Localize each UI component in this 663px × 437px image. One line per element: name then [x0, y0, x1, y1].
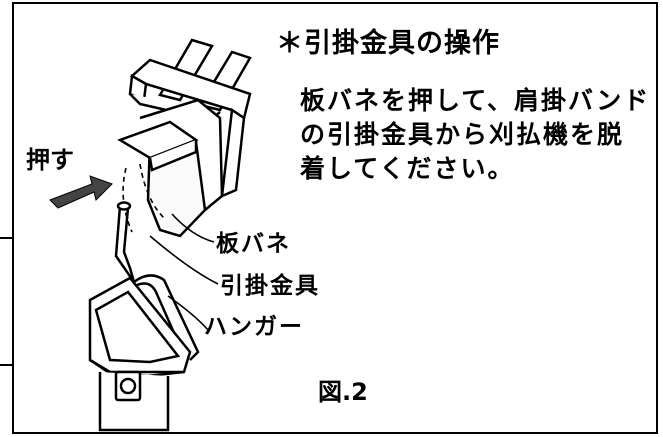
hook-fitting-label: 引掛金具	[220, 273, 320, 299]
hanger-plate	[88, 276, 192, 378]
figure-label: 図.2	[318, 378, 368, 406]
hook-fitting	[117, 98, 224, 238]
instruction-line-1: 板バネを押して、肩掛バンド	[300, 86, 651, 115]
heading: ＊引掛金具の操作	[276, 28, 500, 59]
push-arrow	[49, 175, 113, 209]
leaf-spring	[122, 163, 165, 233]
instruction-line-2: の引掛金具から刈払機を脱	[300, 120, 625, 149]
leaf-spring-label: 板バネ	[216, 231, 291, 257]
hanger-label: ハンガー	[204, 314, 304, 340]
shaft	[98, 370, 170, 432]
instruction-line-3: 着してください。	[300, 154, 515, 183]
leader-lines	[149, 213, 219, 331]
push-label: 押す	[26, 146, 74, 174]
